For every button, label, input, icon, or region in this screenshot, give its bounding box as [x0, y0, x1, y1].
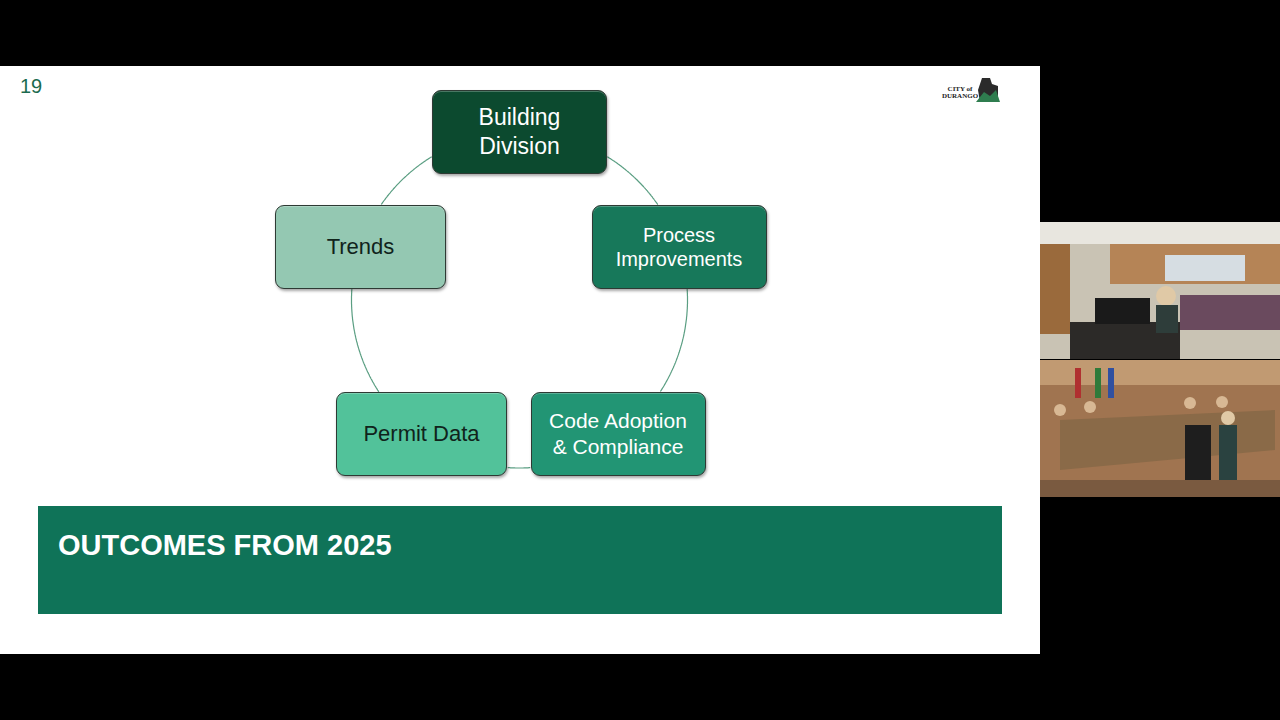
- cycle-arc: [607, 157, 658, 205]
- cycle-arc: [508, 467, 531, 469]
- box-label: Building Division: [444, 103, 595, 159]
- slide-number: 19: [20, 76, 42, 97]
- box-label: Code Adoption & Compliance: [543, 408, 694, 459]
- cycle-arc: [381, 157, 431, 205]
- webcam-top: [1040, 222, 1280, 359]
- cycle-arc: [660, 289, 687, 392]
- process-box: Code Adoption & Compliance: [531, 392, 706, 476]
- cycle-arc: [352, 289, 379, 392]
- logo-icon: [976, 78, 1000, 102]
- process-box: Building Division: [432, 90, 607, 174]
- box-label: Process Improvements: [604, 223, 755, 272]
- box-label: Trends: [327, 234, 395, 261]
- logo-text: CITY of DURANGO: [940, 86, 980, 101]
- box-label: Permit Data: [363, 421, 479, 448]
- process-box: Process Improvements: [592, 205, 767, 289]
- process-box: Trends: [275, 205, 446, 289]
- webcam-bottom: [1040, 360, 1280, 497]
- section-band: OUTCOMES FROM 2025: [38, 506, 1002, 614]
- process-box: Permit Data: [336, 392, 507, 476]
- section-heading: OUTCOMES FROM 2025: [58, 528, 392, 563]
